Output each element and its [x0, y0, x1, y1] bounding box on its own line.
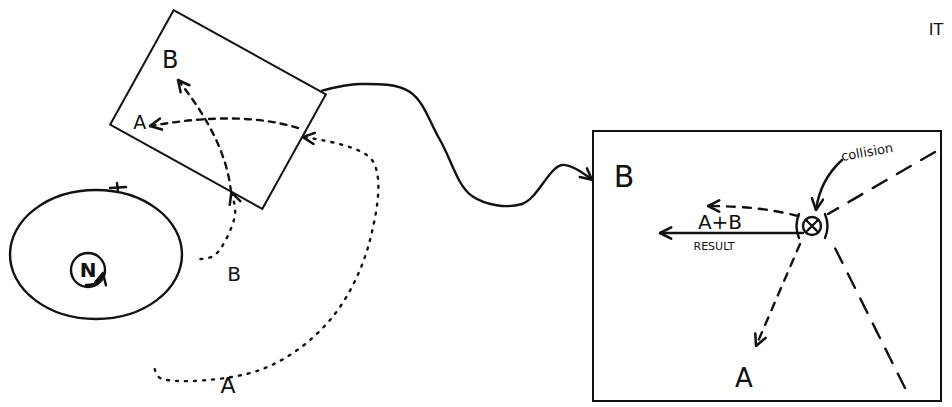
trajectory-b [200, 192, 235, 259]
zoom-box: BA [109, 8, 327, 210]
spin-circle [71, 253, 105, 287]
node-text: N [80, 260, 97, 280]
node-text: RESULT [694, 241, 735, 252]
trajectory-label: B [227, 264, 241, 284]
node-text: A+B [698, 212, 742, 232]
trajectory-b-outgoing [708, 206, 798, 216]
trajectory-a-incoming [832, 242, 905, 388]
planet-tick [110, 187, 126, 188]
planet-circle: N [8, 188, 204, 382]
circle-outline [8, 188, 184, 321]
spin-arrow [86, 273, 103, 285]
node-text: B [614, 162, 635, 192]
node-text: A [735, 365, 753, 391]
sketch-decor [71, 80, 935, 388]
planet-outline [10, 190, 182, 319]
collision-point [803, 217, 821, 235]
trajectory-a-inner [150, 118, 298, 128]
result-arrow [660, 232, 803, 234]
node-text: B [162, 47, 178, 71]
edge-layer [155, 84, 592, 381]
planet-tick [117, 183, 118, 192]
zoom-connector [322, 84, 592, 206]
collision-burst [797, 214, 828, 238]
trajectory-a [155, 137, 379, 381]
trajectory-b-inner [178, 80, 231, 192]
corner-note: IT [929, 22, 944, 38]
trajectory-a-outgoing [756, 244, 800, 346]
collision-leader [816, 160, 842, 210]
collision-cross [806, 220, 818, 232]
trajectory-label: A [220, 375, 235, 397]
node-text: collision [840, 141, 894, 163]
detail-box: BcollisionA+B RESULT A [592, 130, 942, 402]
node-text: A [133, 113, 146, 132]
trajectory-b-incoming [828, 152, 935, 214]
